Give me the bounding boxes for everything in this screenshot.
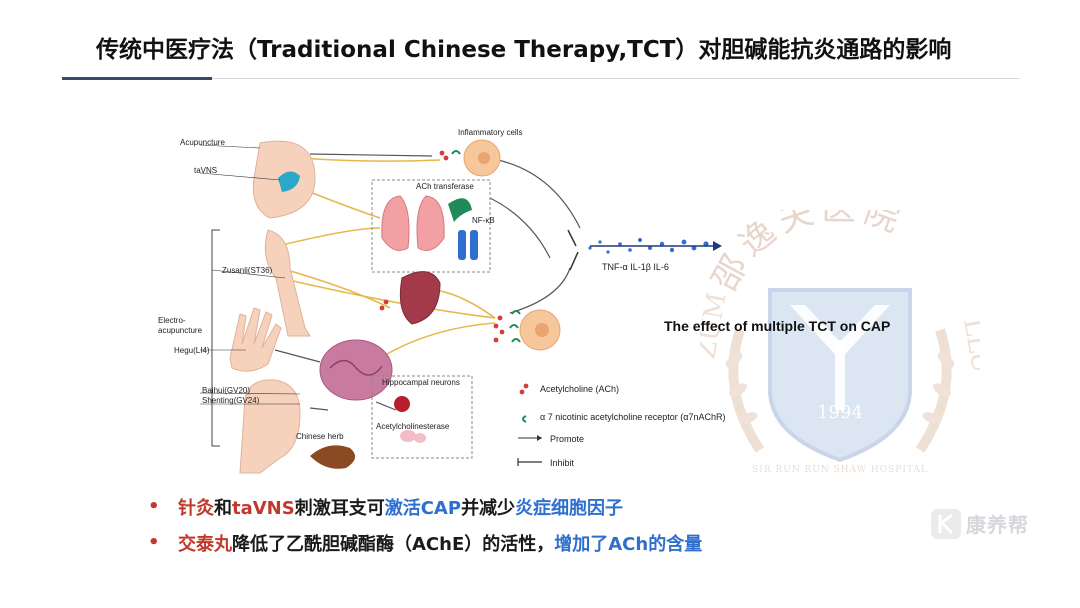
brand-logo-text: 康养帮 <box>966 513 1029 537</box>
vagus-branch <box>278 171 300 192</box>
ach-cluster <box>493 315 505 343</box>
ach-dot <box>443 155 449 161</box>
head-illustration <box>239 379 301 474</box>
label-tavns: taVNS <box>194 166 218 175</box>
legend <box>517 383 542 466</box>
receptor-icon-top <box>451 150 461 155</box>
label-nfkb: NF-κB <box>472 216 495 225</box>
cytokine-spray <box>588 238 722 254</box>
label-acupuncture-2: acupuncture <box>158 326 203 335</box>
brand-logo: 康养帮 <box>930 504 1060 546</box>
nfkb-icon-2 <box>470 230 478 260</box>
label-baihui: Baihui(GV20) <box>202 386 251 395</box>
ach-dot <box>379 305 385 311</box>
watermark-bottom-text: SIR RUN RUN SHAW HOSPITAL <box>752 465 928 475</box>
watermark-side-right: LLU <box>957 316 980 375</box>
watermark-year: 1994 <box>817 402 863 423</box>
label-shenting: Shenting(GV24) <box>202 396 260 405</box>
bullet-dot: • <box>148 532 160 553</box>
electroacupuncture-bracket <box>211 229 220 447</box>
acetylcholinesterase-icon <box>400 430 416 442</box>
ach-dot <box>383 299 389 305</box>
leader-lines <box>199 144 301 405</box>
brain-folds <box>329 359 383 376</box>
cap-diagram: Acupuncture taVNS Inflammatory cells ACh… <box>150 118 730 474</box>
title-underline-accent <box>62 77 212 80</box>
bullet-text: 针灸和taVNS刺激耳支可激活CAP并减少炎症细胞因子 <box>178 498 624 519</box>
brand-logo-icon <box>931 509 961 539</box>
legend-ach: Acetylcholine (ACh) <box>540 384 620 394</box>
label-chinese-herb: Chinese herb <box>296 432 344 441</box>
acetylcholinesterase-icon-2 <box>414 433 426 443</box>
brain <box>319 339 393 401</box>
spleen <box>399 271 441 325</box>
label-hegu: Hegu(LI4) <box>174 346 210 355</box>
hospital-watermark: 邵逸夫医院 1994 ZUM LLU SIR RUN RUN SHAW HOSP… <box>691 189 996 480</box>
leg-illustration <box>264 229 311 337</box>
diagram-canvas <box>199 139 722 474</box>
legend-inhibit: Inhibit <box>550 458 575 468</box>
title-underline <box>212 78 1020 79</box>
legend-promote: Promote <box>550 434 585 444</box>
ach-dot <box>439 150 445 156</box>
nfkb-icon <box>458 230 466 260</box>
inhibit-bar <box>567 229 577 247</box>
watermark-arc-text: 邵逸夫医院 <box>705 189 904 298</box>
lung-left <box>381 195 410 251</box>
label-cytokines: TNF-α IL-1β IL-6 <box>602 262 669 272</box>
cell-nucleus-mid <box>535 323 549 337</box>
label-hippocampal: Hippocampal neurons <box>382 378 460 387</box>
bullet-dot: • <box>148 496 160 517</box>
hand-illustration <box>229 307 282 372</box>
label-inflammatory-cells: Inflammatory cells <box>458 128 523 137</box>
hippocampal-neuron <box>394 396 410 412</box>
ach-transferase-icon <box>448 198 472 222</box>
legend-receptor: α 7 nicotinic acetylcholine receptor (α7… <box>540 412 726 422</box>
effect-caption: The effect of multiple TCT on CAP <box>664 318 891 334</box>
svg-text:邵逸夫医院: 邵逸夫医院 <box>705 210 910 297</box>
hippocampal-box <box>371 375 473 459</box>
inhibit-bar-2 <box>569 251 579 271</box>
page-title: 传统中医疗法（Traditional Chinese Therapy,TCT）对… <box>96 37 952 63</box>
cell-nucleus-top <box>478 152 490 164</box>
label-ach-transferase: ACh transferase <box>416 182 474 191</box>
label-acetylcholinesterase: Acetylcholinesterase <box>376 422 450 431</box>
label-electro: Electro- <box>158 316 186 325</box>
bullet-text: 交泰丸降低了乙酰胆碱酯酶（AChE）的活性，增加了ACh的含量 <box>178 534 703 555</box>
flow-arrows <box>274 153 581 411</box>
receptor-cluster <box>509 310 521 343</box>
label-acupuncture: Acupuncture <box>180 138 225 147</box>
lung-right <box>416 195 445 251</box>
label-zusanli: Zusanli(ST36) <box>222 266 273 275</box>
chinese-herb-icon <box>310 445 356 469</box>
